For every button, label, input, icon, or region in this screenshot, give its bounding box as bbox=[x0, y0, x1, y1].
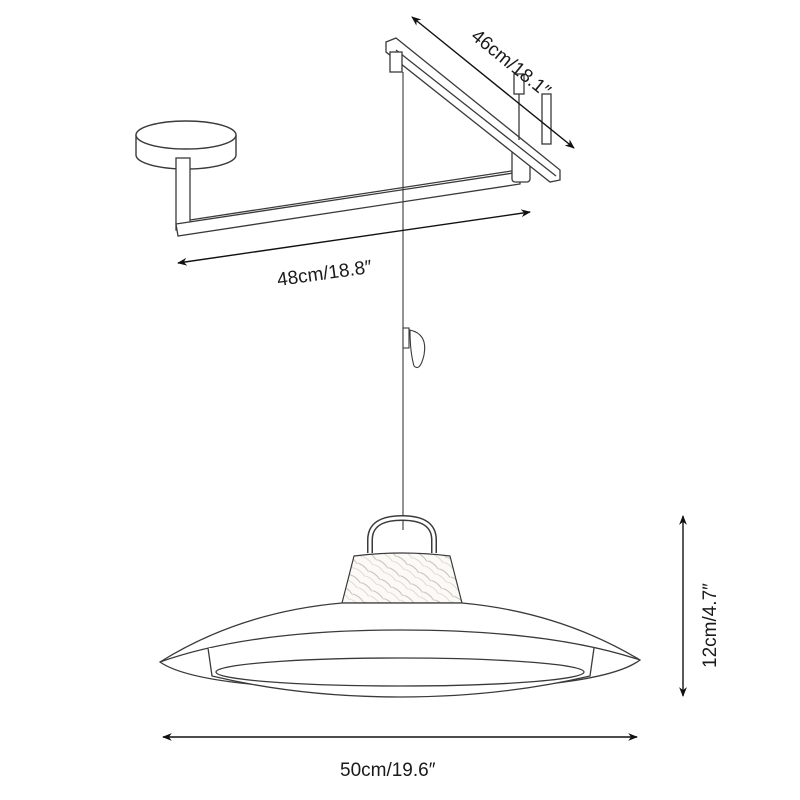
shade-diameter-label: 50cm/19.6″ bbox=[340, 760, 436, 781]
cable-adjuster bbox=[402, 327, 426, 369]
arm-length-arrow bbox=[177, 209, 531, 266]
arm-depth-arrow bbox=[411, 16, 575, 149]
ceiling-canopy bbox=[135, 120, 237, 170]
arm-depth-label: 46cm/18.1″ bbox=[467, 26, 555, 103]
shade-height-label: 12cm/4.7″ bbox=[700, 583, 721, 668]
wood-cap bbox=[341, 552, 463, 604]
dimension-arrows bbox=[162, 16, 687, 741]
arm-length-label: 48cm/18.8″ bbox=[276, 257, 374, 291]
upper-arm bbox=[385, 37, 561, 183]
lamp-shade bbox=[158, 602, 642, 698]
